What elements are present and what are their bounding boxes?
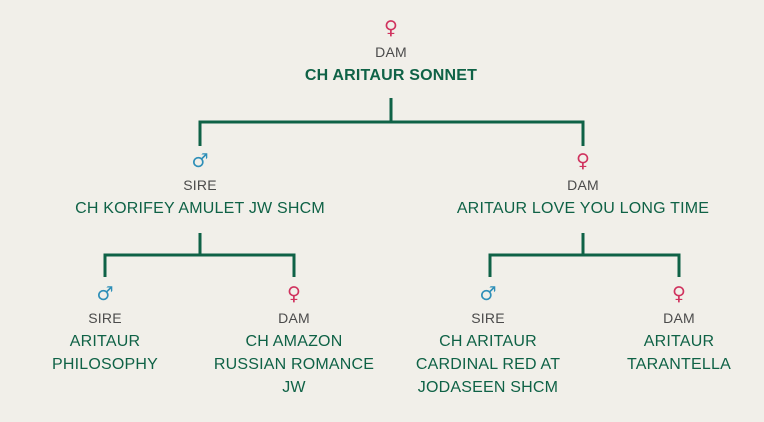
connector-dam-to-grandparents [488,233,681,277]
female-symbol-icon: ♀ [384,17,398,39]
dog-name: ARITAUR LOVE YOU LONG TIME [456,200,710,217]
dog-name: CH AMAZON RUSSIAN ROMANCE JW [213,333,375,396]
root-dam-node: ♀ DAM CH ARITAUR SONNET [271,18,511,87]
dam-sire-node: ♂ SIRE CH ARITAUR CARDINAL RED AT JODASE… [393,284,583,399]
dog-name: CH ARITAUR CARDINAL RED AT JODASEEN SHCM [415,333,561,396]
male-symbol-icon: ♂ [479,283,497,305]
male-symbol-icon: ♂ [96,283,114,305]
dam-node: ♀ DAM ARITAUR LOVE YOU LONG TIME [433,151,733,220]
dam-dam-node: ♀ DAM ARITAUR TARANTELLA [594,284,764,376]
sire-sire-node: ♂ SIRE ARITAUR PHILOSOPHY [20,284,190,376]
female-symbol-icon: ♀ [672,283,686,305]
male-symbol-icon: ♂ [191,150,209,172]
role-label: DAM [375,44,407,60]
role-label: DAM [567,177,599,193]
dog-name: CH KORIFEY AMULET JW SHCM [75,200,325,217]
connector-root-to-parents [198,98,585,146]
dog-name: CH ARITAUR SONNET [304,67,478,84]
role-label: DAM [663,310,695,326]
sire-node: ♂ SIRE CH KORIFEY AMULET JW SHCM [50,151,350,220]
role-label: SIRE [88,310,122,326]
female-symbol-icon: ♀ [287,283,301,305]
dog-name: ARITAUR PHILOSOPHY [51,333,159,373]
female-symbol-icon: ♀ [576,150,590,172]
connector-sire-to-grandparents [103,233,296,277]
role-label: SIRE [471,310,505,326]
dog-name: ARITAUR TARANTELLA [627,333,731,373]
role-label: SIRE [183,177,217,193]
sire-dam-node: ♀ DAM CH AMAZON RUSSIAN ROMANCE JW [199,284,389,399]
role-label: DAM [278,310,310,326]
